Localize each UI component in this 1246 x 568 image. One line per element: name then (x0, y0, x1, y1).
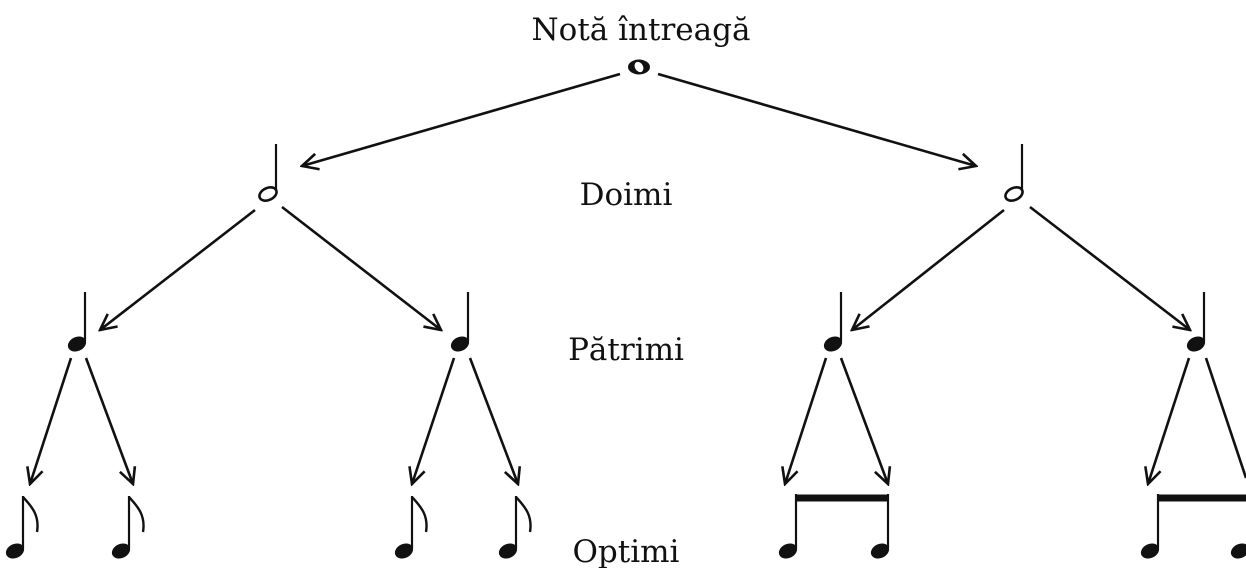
arrow-half-left-to-quarter-2 (281, 205, 441, 330)
arrow-quarter-1-to-eighth-2 (84, 357, 133, 484)
arrow-quarter-4-to-eighth-7 (1148, 357, 1191, 484)
eighth-notes-label: Optimi (573, 534, 680, 568)
arrow-half-left-to-quarter-1 (100, 208, 256, 330)
arrow-whole-to-half-right (657, 72, 976, 166)
eighth-note-3 (394, 496, 428, 559)
quarter-note-2 (450, 292, 470, 352)
arrow-quarter-2-to-eighth-3 (412, 357, 456, 484)
arrow-quarter-2-to-eighth-4 (468, 357, 518, 484)
arrow-whole-to-half-left (302, 72, 621, 166)
arrow-quarter-3-to-eighth-6 (839, 357, 888, 484)
half-note-right (1004, 144, 1024, 202)
arrow-half-right-to-quarter-3 (852, 208, 1005, 330)
eighth-note-4 (498, 496, 532, 559)
half-notes-label: Doimi (580, 177, 673, 213)
quarter-note-3 (823, 292, 843, 352)
arrow-quarter-4-to-eighth-8 (1204, 357, 1246, 479)
quarter-note-4 (1186, 292, 1206, 352)
quarter-notes-label: Pătrimi (568, 332, 684, 368)
beamed-eighth-pair-right (1140, 494, 1246, 559)
whole-note-label: Notă întreagă (532, 12, 751, 48)
arrow-half-right-to-quarter-4 (1029, 205, 1190, 330)
arrow-quarter-3-to-eighth-5 (785, 357, 828, 484)
eighth-note-1 (5, 496, 39, 559)
beamed-eighth-pair-left (778, 494, 890, 559)
half-note-left (258, 144, 278, 202)
eighth-note-2 (111, 496, 145, 559)
whole-note (628, 59, 650, 75)
quarter-note-1 (67, 292, 87, 352)
arrow-quarter-1-to-eighth-1 (30, 357, 73, 484)
